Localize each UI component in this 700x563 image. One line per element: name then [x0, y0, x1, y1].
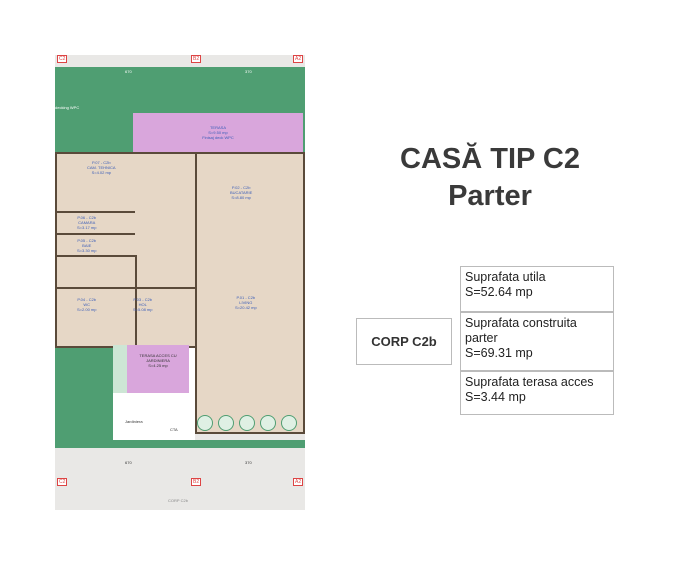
dim-bottom-left: 670: [125, 460, 132, 465]
corp-label-plan: CORP C2b: [168, 498, 188, 503]
plant-icon: [281, 415, 297, 431]
building-right: [195, 152, 305, 434]
plant-icon: [239, 415, 255, 431]
corp-label: CORP C2b: [356, 318, 452, 365]
planter: [113, 345, 127, 393]
dim-top-left: 670: [125, 69, 132, 74]
terrace: TERASA S=9.50 mp Finisaj deck WPC: [133, 113, 303, 152]
cta-label: CTA: [170, 427, 178, 432]
garden-bottom-left: [55, 348, 113, 440]
terrace-area: S=9.50 mp: [208, 130, 228, 135]
axis-a2: A2: [293, 55, 304, 63]
page-subtitle: Parter: [448, 180, 532, 212]
axis-b2: B2: [191, 55, 202, 63]
terrace-name: TERASA: [209, 125, 226, 130]
access-terrace: TERASA ACCES CU JARDINIERA S=4.25 mp: [127, 345, 189, 393]
dim-top-right: 370: [245, 69, 252, 74]
axis-c2-bottom: C2: [57, 478, 68, 486]
plant-icon: [197, 415, 213, 431]
decking-label: decking WPC: [55, 105, 80, 110]
terrace-finish: Finisaj deck WPC: [202, 135, 234, 140]
floor-plan: 670 370 decking WPC TERASA S=9.50 mp Fin…: [55, 55, 305, 510]
dim-bottom-right: 370: [245, 460, 252, 465]
axis-a2-bottom: A2: [293, 478, 304, 486]
plants-row: [197, 415, 297, 431]
axis-b2-bottom: B2: [191, 478, 202, 486]
garden-bottom-strip: [55, 440, 305, 448]
page-title: CASĂ TIP C2: [400, 143, 580, 175]
jardiniera-label: Jardiniera: [125, 419, 143, 424]
plant-icon: [218, 415, 234, 431]
axis-c2: C2: [57, 55, 68, 63]
plant-icon: [260, 415, 276, 431]
